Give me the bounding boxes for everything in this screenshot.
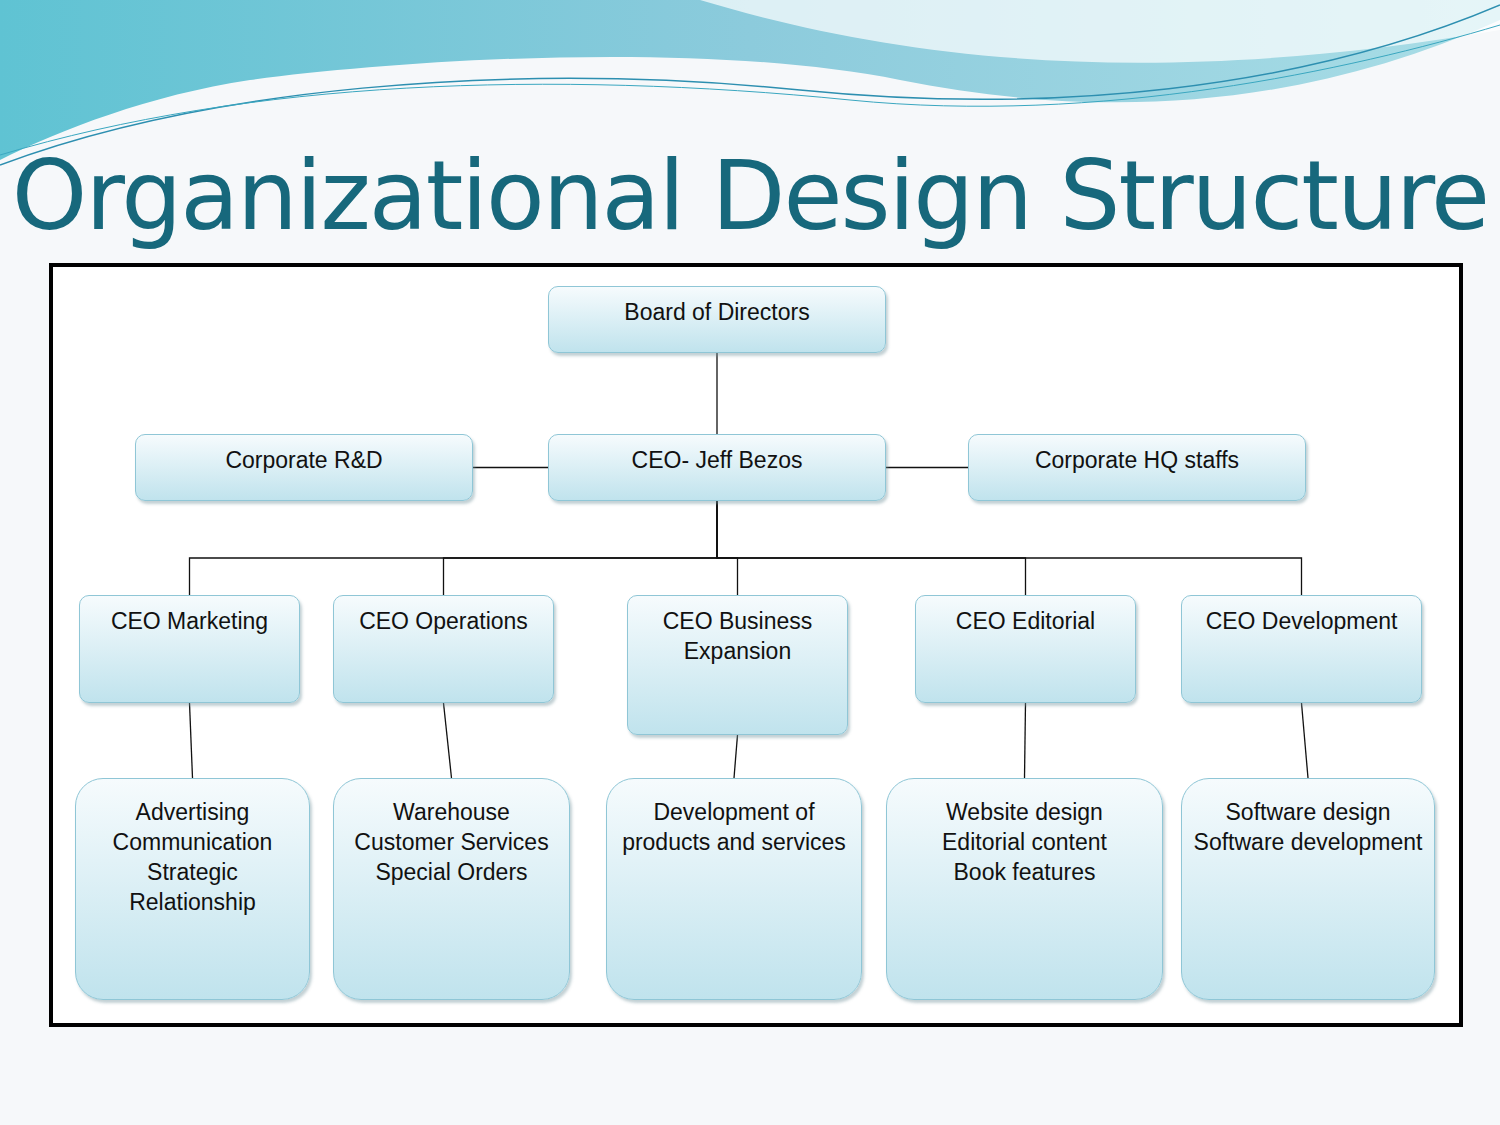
node-label: CEO Operations — [344, 606, 543, 636]
wave-band — [0, 0, 1500, 160]
org-connector — [1302, 703, 1309, 778]
role-box: CEO Operations — [333, 595, 554, 703]
slide-title: Organizational Design Structure — [0, 140, 1500, 252]
org-connector — [716, 353, 717, 434]
node-label: Strategic Relationship — [86, 857, 299, 917]
node-label: Software design — [1192, 797, 1424, 827]
duty-box: Development of products and services — [606, 778, 862, 1000]
duty-box: Website designEditorial contentBook feat… — [886, 778, 1163, 1000]
role-box: CEO Editorial — [915, 595, 1136, 703]
org-connector — [444, 501, 718, 595]
node-label: Special Orders — [344, 857, 559, 887]
role-box: CEO- Jeff Bezos — [548, 434, 886, 501]
org-connector — [717, 501, 738, 595]
node-label: Book features — [897, 857, 1152, 887]
node-label: CEO- Jeff Bezos — [559, 445, 875, 475]
org-connector — [734, 735, 738, 778]
org-connector — [473, 467, 548, 468]
node-label: Warehouse — [344, 797, 559, 827]
wave-highlight — [700, 0, 1500, 63]
wave-line — [0, 25, 1500, 155]
node-label: Software development — [1192, 827, 1424, 857]
role-box: Board of Directors — [548, 286, 886, 353]
node-label: CEO Editorial — [926, 606, 1125, 636]
org-connector — [886, 467, 968, 468]
role-box: Corporate R&D — [135, 434, 473, 501]
node-label: Communication — [86, 827, 299, 857]
org-connector — [717, 501, 1026, 595]
role-box: CEO Marketing — [79, 595, 300, 703]
role-box: CEO Development — [1181, 595, 1422, 703]
org-connector — [1025, 703, 1026, 778]
role-box: Corporate HQ staffs — [968, 434, 1306, 501]
org-connector — [190, 703, 193, 778]
role-box: CEO Business Expansion — [627, 595, 848, 735]
node-label: Corporate HQ staffs — [979, 445, 1295, 475]
node-label: CEO Marketing — [90, 606, 289, 636]
org-connector — [190, 501, 718, 595]
org-connector — [717, 501, 1302, 595]
duty-box: WarehouseCustomer ServicesSpecial Orders — [333, 778, 570, 1000]
node-label: Corporate R&D — [146, 445, 462, 475]
node-label: CEO Development — [1192, 606, 1411, 636]
org-connector — [444, 703, 452, 778]
node-label: CEO Business Expansion — [638, 606, 837, 666]
duty-box: AdvertisingCommunicationStrategic Relati… — [75, 778, 310, 1000]
node-label: Editorial content — [897, 827, 1152, 857]
node-label: Website design — [897, 797, 1152, 827]
node-label: Advertising — [86, 797, 299, 827]
node-label: Board of Directors — [559, 297, 875, 327]
node-label: Development of products and services — [617, 797, 851, 857]
duty-box: Software designSoftware development — [1181, 778, 1435, 1000]
node-label: Customer Services — [344, 827, 559, 857]
